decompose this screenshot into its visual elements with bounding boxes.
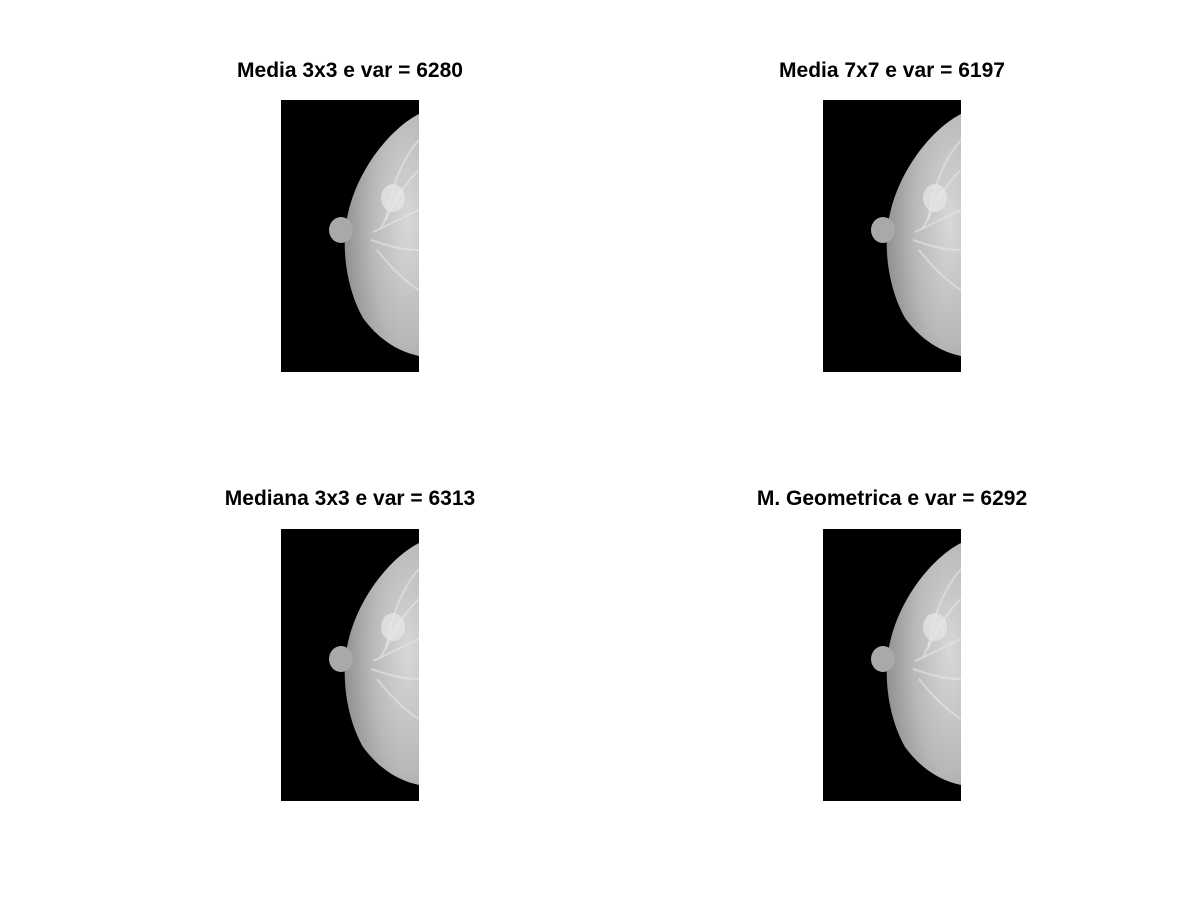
tissue-shape: [344, 543, 419, 785]
mammogram-image: [281, 100, 419, 372]
mammogram-image: [823, 529, 961, 801]
nipple-shape: [329, 646, 353, 672]
subplot-title: Media 3x3 e var = 6280: [237, 59, 463, 82]
nipple-shape: [871, 217, 895, 243]
nipple-shape: [329, 217, 353, 243]
mammogram-svg: [823, 529, 961, 801]
subplot-title: M. Geometrica e var = 6292: [756, 487, 1028, 510]
mammogram-image: [823, 100, 961, 372]
tissue-shape: [344, 114, 419, 356]
nipple-shape: [871, 646, 895, 672]
mammogram-svg: [281, 100, 419, 372]
mammogram-svg: [281, 529, 419, 801]
tissue-shape: [886, 543, 961, 785]
mammogram-image: [281, 529, 419, 801]
subplot-title: Media 7x7 e var = 6197: [779, 59, 1005, 82]
subplot-title: Mediana 3x3 e var = 6313: [224, 487, 476, 510]
mammogram-svg: [823, 100, 961, 372]
tissue-shape: [886, 114, 961, 356]
